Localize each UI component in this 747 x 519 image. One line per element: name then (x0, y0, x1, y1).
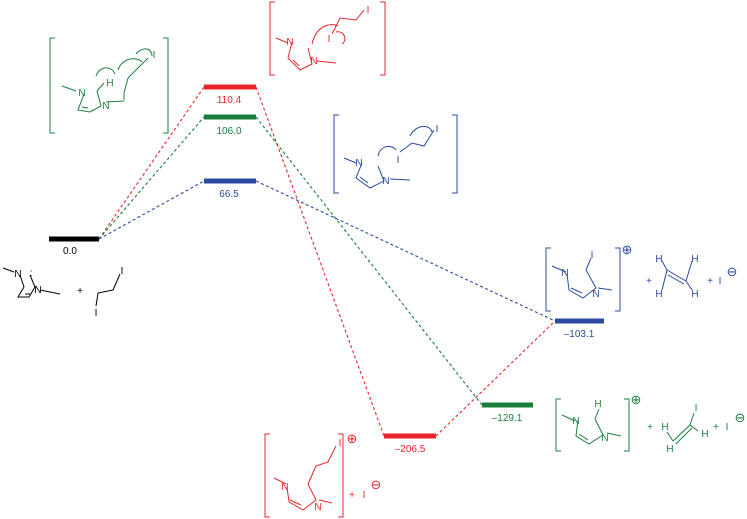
atom-label: H (594, 399, 601, 410)
atom-label: H (655, 254, 662, 265)
atom-label: I (339, 438, 342, 449)
atom-label: I (367, 5, 370, 16)
ts-green-labels: N N H I I (78, 50, 155, 112)
label-ts-blue: 66.5 (219, 189, 239, 200)
atom-label: N (601, 433, 608, 444)
plus-sign: + (707, 276, 713, 287)
atom-label: H (106, 78, 113, 89)
ts-red-labels: N N I I (286, 5, 369, 67)
atom-label: H (655, 289, 662, 300)
connector-red-1 (98, 86, 205, 240)
atom-label: N (314, 502, 321, 513)
reactant-labels: N N : + I I (14, 266, 123, 319)
plus-sign: + (77, 286, 83, 297)
energy-levels (49, 84, 604, 439)
energy-labels: 0.0 110.4 106.0 66.5 –103.1 –206.5 –129.… (63, 95, 595, 455)
iodide-label: I (363, 490, 366, 501)
connector-blue-1 (98, 180, 205, 240)
label-ts-red: 110.4 (217, 95, 242, 106)
atom-label: H (691, 289, 698, 300)
iodide-label: I (719, 276, 722, 287)
atom-label: H (691, 254, 698, 265)
atom-label: N (34, 285, 41, 296)
atom-label: N (286, 37, 293, 48)
prod-blue-structure (545, 247, 693, 312)
atom-label: I (95, 308, 98, 319)
plus-sign: + (647, 422, 653, 433)
atom-label: N (382, 176, 389, 187)
atom-label: N (102, 101, 109, 112)
atom-label: N (572, 416, 579, 427)
atom-label: I (153, 50, 156, 61)
label-prod-green: –129.1 (492, 413, 523, 424)
charge-minus: ⊖ (735, 410, 746, 425)
ts-blue-labels: N N I I (355, 124, 438, 187)
connector-green-2 (255, 116, 483, 406)
atom-label: H (666, 444, 673, 455)
label-prod-red: –206.5 (395, 444, 426, 455)
reactant-structures (2, 267, 121, 307)
ts-green-structure (49, 37, 169, 134)
plus-sign: + (349, 490, 355, 501)
prod-green-labels: N N H ⊕ + H H I H + I ⊖ (572, 392, 745, 455)
atom-label: H (661, 422, 668, 433)
atom-label: N (561, 268, 568, 279)
atom-label: N (355, 158, 362, 169)
carbene-dots: : (30, 268, 33, 279)
atom-label: H (701, 429, 708, 440)
atom-label: N (14, 269, 21, 280)
prod-blue-labels: N N I ⊕ + H H H H + I ⊖ (561, 242, 737, 300)
prod-green-structure (555, 398, 699, 452)
connector-red-3 (435, 320, 556, 437)
connector-blue-2 (255, 180, 556, 322)
charge-plus: ⊕ (622, 242, 633, 257)
charge-minus: ⊖ (727, 264, 738, 279)
atom-label: N (310, 56, 317, 67)
atom-label: I (123, 92, 126, 103)
prod-red-labels: N N I ⊕ + I ⊖ (281, 431, 381, 513)
atom-label: N (592, 289, 599, 300)
charge-plus: ⊕ (347, 431, 358, 446)
atom-label: N (78, 88, 85, 99)
connectors (98, 86, 556, 437)
atom-label: N (281, 482, 288, 493)
charge-minus: ⊖ (371, 477, 382, 492)
atom-label: I (328, 34, 331, 45)
charge-plus: ⊕ (631, 392, 642, 407)
atom-label: I (695, 403, 698, 414)
plus-sign: + (713, 422, 719, 433)
plus-sign: + (646, 276, 652, 287)
connector-green-1 (98, 116, 205, 240)
iodide-label: I (726, 422, 729, 433)
prod-red-structure (264, 433, 344, 518)
ts-blue-structure (333, 114, 458, 194)
atom-label: I (436, 124, 439, 135)
ts-red-structure (269, 1, 386, 76)
atom-label: I (591, 250, 594, 261)
label-prod-blue: –103.1 (564, 329, 595, 340)
atom-label: I (121, 266, 124, 277)
atom-label: I (397, 155, 400, 166)
label-ts-green: 106.0 (216, 126, 241, 137)
connector-red-2 (255, 86, 385, 437)
label-reactant: 0.0 (63, 246, 77, 257)
